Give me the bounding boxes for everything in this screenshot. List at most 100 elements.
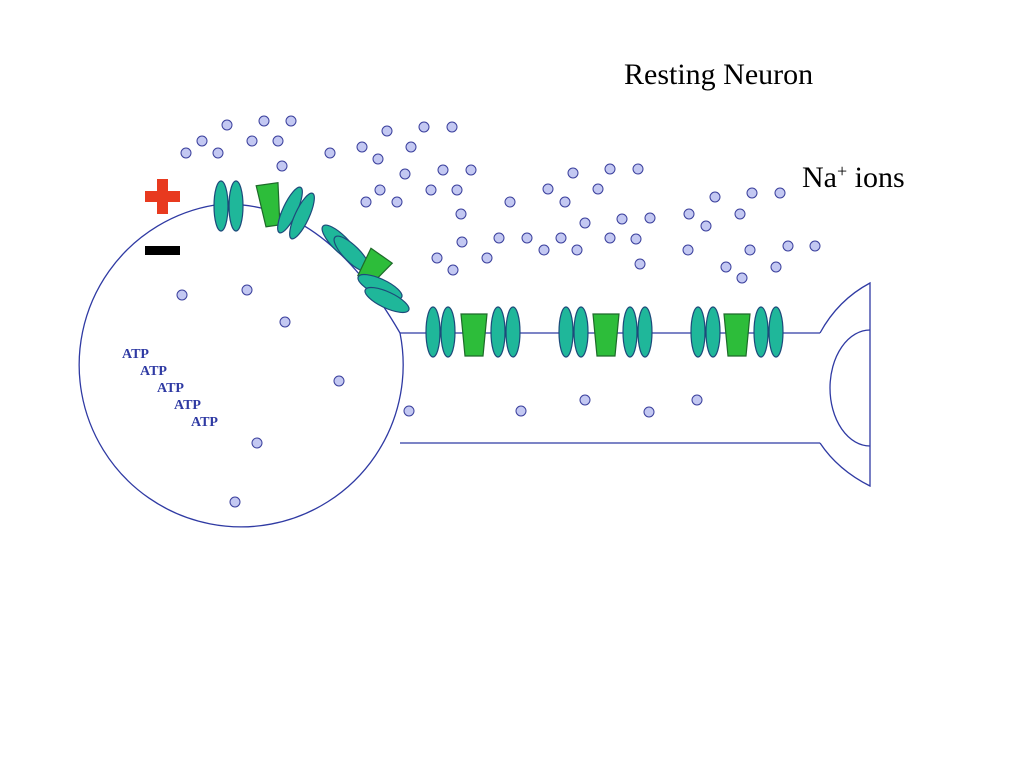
sodium-potassium-pump [723, 313, 751, 357]
extracellular-sodium-ion [356, 141, 368, 153]
intracellular-sodium-ion [176, 289, 188, 301]
extracellular-sodium-ion [571, 244, 583, 256]
extracellular-sodium-ion [465, 164, 477, 176]
atp-labels: ATP ATP ATP ATP ATP [122, 347, 218, 430]
extracellular-sodium-ion [374, 184, 386, 196]
extracellular-sodium-ion [447, 264, 459, 276]
extracellular-sodium-ion [542, 183, 554, 195]
extracellular-sodium-ion [632, 163, 644, 175]
negative-charge-symbol [145, 246, 180, 255]
atp-label: ATP [140, 364, 167, 379]
extracellular-sodium-ion [746, 187, 758, 199]
extracellular-sodium-ion [425, 184, 437, 196]
extracellular-sodium-ion [418, 121, 430, 133]
extracellular-sodium-ion [616, 213, 628, 225]
extracellular-sodium-ion [451, 184, 463, 196]
intracellular-sodium-ion [403, 405, 415, 417]
extracellular-sodium-ion [276, 160, 288, 172]
ion-label-superscript: + [837, 161, 847, 181]
ion-label-prefix: Na [802, 161, 837, 194]
ion-channel-subunit [425, 306, 441, 358]
extracellular-sodium-ion [774, 187, 786, 199]
extracellular-sodium-ion [196, 135, 208, 147]
extracellular-sodium-ion [456, 236, 468, 248]
extracellular-sodium-ion [437, 164, 449, 176]
extracellular-sodium-ion [399, 168, 411, 180]
extracellular-sodium-ion [559, 196, 571, 208]
positive-charge-symbol [145, 179, 180, 214]
axon-terminal-notch [829, 329, 871, 447]
ion-channel-subunit [622, 306, 638, 358]
ion-channel-subunit [289, 192, 315, 240]
extracellular-sodium-ion [634, 258, 646, 270]
extracellular-sodium-ion [782, 240, 794, 252]
ion-channel-subunit [558, 306, 574, 358]
extracellular-sodium-ion [180, 147, 192, 159]
extracellular-sodium-ion [579, 217, 591, 229]
extracellular-sodium-ion [272, 135, 284, 147]
extracellular-sodium-ion [538, 244, 550, 256]
atp-label: ATP [174, 398, 201, 413]
ion-channel-subunit [213, 180, 229, 232]
intracellular-sodium-ion [691, 394, 703, 406]
extracellular-sodium-ion [630, 233, 642, 245]
intracellular-sodium-ion [579, 394, 591, 406]
extracellular-sodium-ion [604, 163, 616, 175]
extracellular-sodium-ion [258, 115, 270, 127]
extracellular-sodium-ion [212, 147, 224, 159]
extracellular-sodium-ion [221, 119, 233, 131]
extracellular-sodium-ion [700, 220, 712, 232]
ion-channel-subunit [228, 180, 244, 232]
ion-channel-subunit [753, 306, 769, 358]
extracellular-sodium-ion [360, 196, 372, 208]
extracellular-sodium-ion [285, 115, 297, 127]
ion-channel-subunit [490, 306, 506, 358]
extracellular-sodium-ion [604, 232, 616, 244]
extracellular-sodium-ion [644, 212, 656, 224]
intracellular-sodium-ion [229, 496, 241, 508]
intracellular-sodium-ion [515, 405, 527, 417]
ion-channel-subunit [768, 306, 784, 358]
ion-channel-subunit [364, 286, 410, 314]
atp-label: ATP [191, 415, 218, 430]
cell-body-outline [78, 204, 404, 528]
extracellular-sodium-ion [405, 141, 417, 153]
extracellular-sodium-ion [555, 232, 567, 244]
ion-label-suffix: ions [847, 161, 905, 194]
axon-terminal-outline [819, 281, 871, 488]
extracellular-sodium-ion [567, 167, 579, 179]
extracellular-sodium-ion [391, 196, 403, 208]
extracellular-sodium-ion [720, 261, 732, 273]
sodium-potassium-pump [460, 313, 488, 357]
extracellular-sodium-ion [521, 232, 533, 244]
sodium-potassium-pump [592, 313, 620, 357]
ion-channel-subunit [505, 306, 521, 358]
extracellular-sodium-ion [682, 244, 694, 256]
extracellular-sodium-ion [493, 232, 505, 244]
extracellular-sodium-ion [481, 252, 493, 264]
ion-channel-subunit [705, 306, 721, 358]
extracellular-sodium-ion [431, 252, 443, 264]
extracellular-sodium-ion [246, 135, 258, 147]
extracellular-sodium-ion [381, 125, 393, 137]
intracellular-sodium-ion [643, 406, 655, 418]
extracellular-sodium-ion [770, 261, 782, 273]
sodium-ions [176, 115, 821, 508]
extracellular-sodium-ion [736, 272, 748, 284]
extracellular-sodium-ion [324, 147, 336, 159]
extracellular-sodium-ion [809, 240, 821, 252]
extracellular-sodium-ion [372, 153, 384, 165]
extracellular-sodium-ion [446, 121, 458, 133]
atp-label: ATP [122, 347, 149, 362]
membrane-proteins [213, 180, 784, 358]
extracellular-sodium-ion [709, 191, 721, 203]
intracellular-sodium-ion [241, 284, 253, 296]
extracellular-sodium-ion [734, 208, 746, 220]
extracellular-sodium-ion [683, 208, 695, 220]
diagram-title: Resting Neuron [624, 58, 813, 91]
atp-label: ATP [157, 381, 184, 396]
intracellular-sodium-ion [333, 375, 345, 387]
extracellular-sodium-ion [455, 208, 467, 220]
